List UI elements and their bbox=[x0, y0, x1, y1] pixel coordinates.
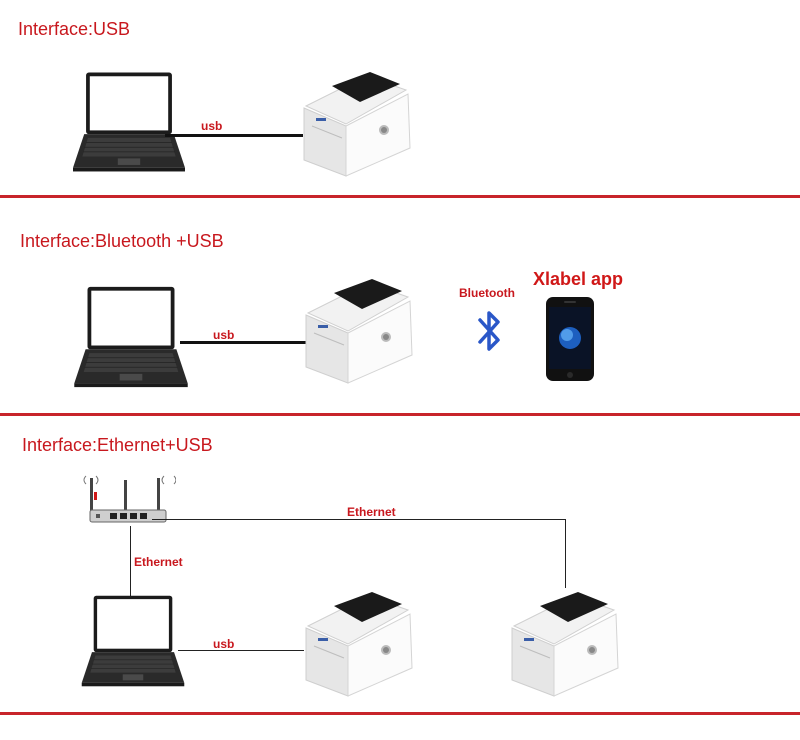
laptop-icon bbox=[74, 594, 192, 688]
smartphone-icon bbox=[546, 297, 594, 381]
label-printer-icon bbox=[506, 586, 621, 700]
cable-label-usb: usb bbox=[213, 637, 235, 651]
ethernet-cable bbox=[565, 519, 566, 588]
bluetooth-label: Bluetooth bbox=[459, 286, 515, 300]
bluetooth-icon bbox=[478, 311, 500, 351]
cable-label-usb: usb bbox=[201, 119, 223, 133]
ethernet-cable bbox=[130, 526, 131, 598]
section-title-bluetooth: Interface:Bluetooth +USB bbox=[20, 231, 224, 251]
usb-cable bbox=[165, 134, 303, 137]
label-printer-icon bbox=[298, 68, 413, 178]
laptop-icon bbox=[73, 68, 185, 176]
cable-label-usb: usb bbox=[213, 328, 235, 342]
ethernet-label: Ethernet bbox=[134, 555, 183, 569]
laptop-icon bbox=[70, 285, 192, 389]
usb-cable bbox=[178, 650, 304, 651]
label-printer-icon bbox=[300, 274, 415, 386]
section-title-usb: Interface:USB bbox=[18, 19, 131, 39]
ethernet-label: Ethernet bbox=[347, 505, 396, 519]
ethernet-cable bbox=[152, 519, 566, 520]
section-divider bbox=[0, 195, 800, 198]
section-divider bbox=[0, 413, 800, 416]
label-printer-icon bbox=[300, 586, 415, 700]
section-title-ethernet: Interface:Ethernet+USB bbox=[22, 435, 213, 455]
usb-cable bbox=[180, 341, 306, 344]
section-divider bbox=[0, 712, 800, 715]
router-icon bbox=[83, 475, 176, 523]
app-label: Xlabel app bbox=[533, 269, 624, 289]
